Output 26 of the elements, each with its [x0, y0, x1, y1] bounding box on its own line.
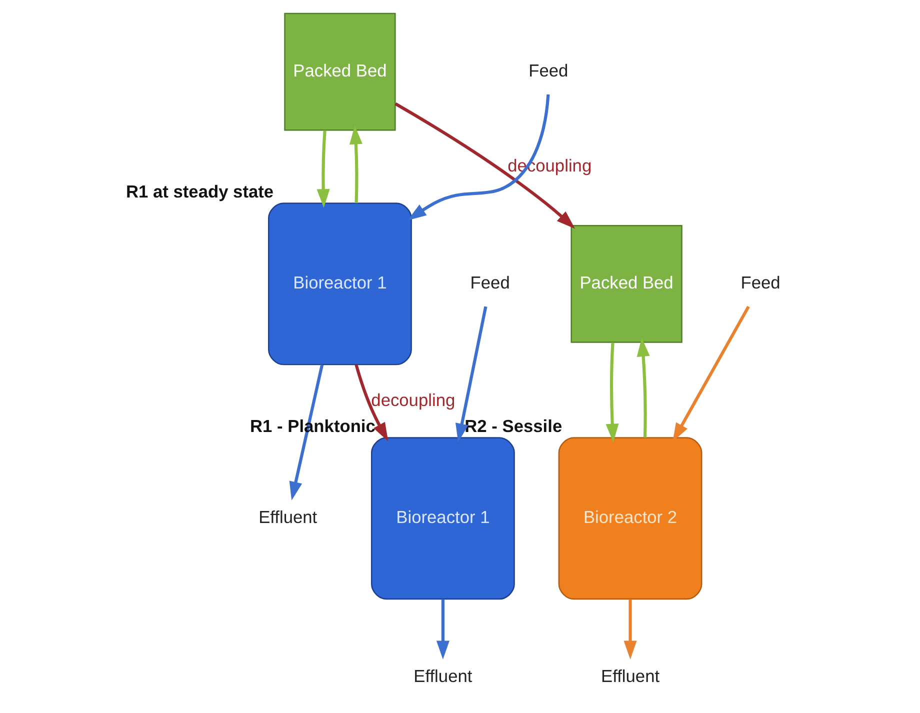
node-label: R2 - Sessile	[464, 416, 562, 436]
node-label: R1 at steady state	[126, 181, 274, 202]
arrow	[436, 599, 450, 660]
node-box: Bioreactor 2	[558, 437, 702, 600]
node-text: Effluent	[258, 506, 318, 527]
arrow	[354, 364, 388, 442]
node-text: Feed	[740, 272, 780, 293]
edge-label: decoupling	[371, 390, 456, 410]
arrow	[606, 342, 619, 442]
node-text: Feed	[470, 272, 510, 293]
node-text: Effluent	[414, 666, 472, 686]
arrow	[408, 94, 550, 220]
node-box: Bioreactor 1	[370, 437, 515, 600]
arrow	[289, 364, 324, 500]
arrow	[455, 306, 488, 442]
node-box: Packed Bed	[284, 12, 396, 131]
node-text: Feed	[528, 60, 568, 80]
arrow	[394, 102, 576, 229]
arrow	[672, 306, 750, 442]
node-box: Packed Bed	[570, 225, 682, 343]
arrow	[636, 338, 650, 438]
arrow	[624, 599, 637, 660]
node-text: Effluent	[600, 666, 660, 686]
node-box: Bioreactor 1	[268, 202, 412, 366]
arrow	[349, 126, 362, 204]
arrow	[316, 130, 330, 208]
